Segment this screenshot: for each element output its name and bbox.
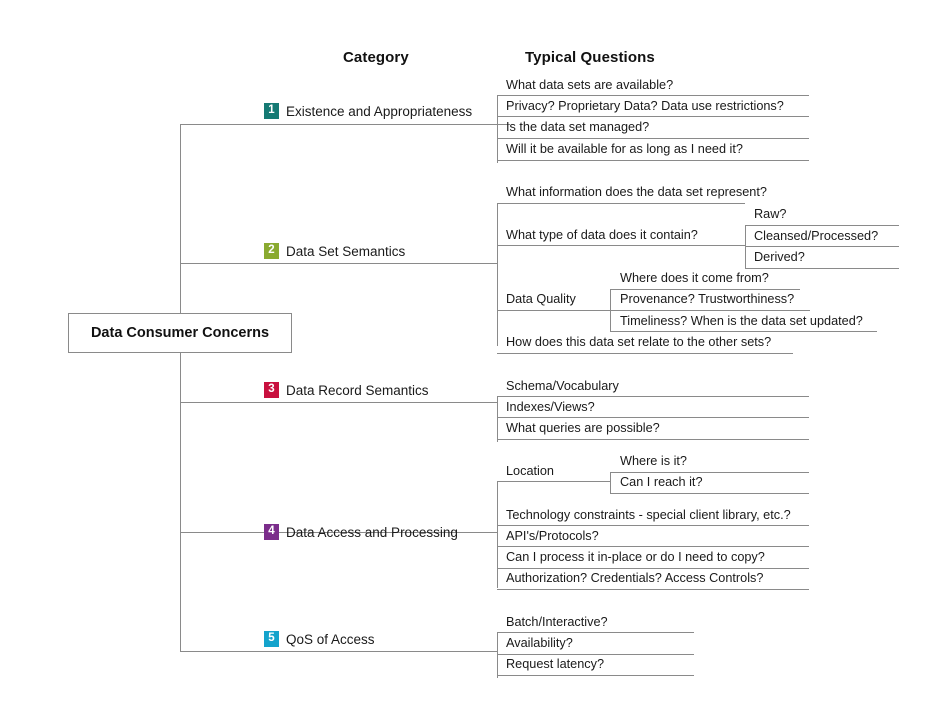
question-underline <box>497 138 809 139</box>
question-item[interactable]: Batch/Interactive? <box>506 615 608 629</box>
subquestion-underline <box>610 310 810 311</box>
question-item[interactable]: Privacy? Proprietary Data? Data use rest… <box>506 99 784 113</box>
category-3-baseline <box>180 402 498 403</box>
category-5-question-spine <box>497 632 498 678</box>
subquestion-item[interactable]: Provenance? Trustworthiness? <box>620 292 795 306</box>
spine-main-upper <box>180 124 181 263</box>
category-5-label: QoS of Access <box>286 631 375 647</box>
category-2-label: Data Set Semantics <box>286 243 406 259</box>
question-underline <box>497 160 809 161</box>
category-1-baseline <box>180 124 510 125</box>
subquestion-item[interactable]: Cleansed/Processed? <box>754 229 879 243</box>
question-underline <box>497 589 809 590</box>
category-4-baseline <box>180 532 498 533</box>
question-item[interactable]: Schema/Vocabulary <box>506 379 619 393</box>
question-item[interactable]: What queries are possible? <box>506 421 660 435</box>
question-underline <box>497 568 809 569</box>
question-item[interactable]: Location <box>506 464 554 478</box>
question-underline <box>497 116 809 117</box>
subquestion-item[interactable]: Timeliness? When is the data set updated… <box>620 314 863 328</box>
question-underline <box>497 417 809 418</box>
question-item[interactable]: Will it be available for as long as I ne… <box>506 142 743 156</box>
question-underline <box>497 481 611 482</box>
spine-main-mid-lower <box>180 333 181 402</box>
category-2-question-spine <box>497 203 498 346</box>
question-underline <box>497 439 809 440</box>
subquestion-spine-location <box>610 472 611 493</box>
subquestion-item[interactable]: Where does it come from? <box>620 271 769 285</box>
category-5-baseline <box>180 651 498 652</box>
question-item[interactable]: What type of data does it contain? <box>506 228 698 242</box>
question-item[interactable]: Request latency? <box>506 657 605 671</box>
subquestion-underline <box>745 225 899 226</box>
subquestion-underline <box>610 289 800 290</box>
subquestion-item[interactable]: Where is it? <box>620 454 687 468</box>
question-item[interactable]: Can I process it in-place or do I need t… <box>506 550 765 564</box>
subquestion-underline <box>610 472 809 473</box>
root-node[interactable]: Data Consumer Concerns <box>68 313 292 353</box>
question-item[interactable]: How does this data set relate to the oth… <box>506 335 772 349</box>
category-4-badge: 4 <box>264 524 279 540</box>
category-3-question-spine <box>497 396 498 442</box>
question-item[interactable]: What information does the data set repre… <box>506 185 767 199</box>
subquestion-item[interactable]: Raw? <box>754 207 787 221</box>
spine-main-mid-upper <box>180 263 181 333</box>
question-item[interactable]: API's/Protocols? <box>506 529 599 543</box>
category-1-question-spine <box>497 95 498 163</box>
category-1-label: Existence and Appropriateness <box>286 103 473 119</box>
category-2[interactable]: 2 Data Set Semantics <box>264 243 405 259</box>
question-underline <box>497 546 809 547</box>
category-3-label: Data Record Semantics <box>286 382 429 398</box>
subquestion-underline <box>745 268 899 269</box>
question-underline <box>497 525 809 526</box>
subquestion-underline <box>610 493 809 494</box>
question-underline <box>497 675 694 676</box>
column-header-typical-questions: Typical Questions <box>525 49 655 66</box>
question-underline <box>497 203 745 204</box>
spine-main-bottom <box>180 532 181 651</box>
question-item[interactable]: Indexes/Views? <box>506 400 595 414</box>
root-node-label: Data Consumer Concerns <box>90 325 270 341</box>
subquestion-underline <box>610 331 877 332</box>
category-4[interactable]: 4 Data Access and Processing <box>264 524 458 540</box>
category-1[interactable]: 1 Existence and Appropriateness <box>264 103 472 119</box>
category-3[interactable]: 3 Data Record Semantics <box>264 382 429 398</box>
spine-main-lower <box>180 402 181 532</box>
question-underline <box>497 396 809 397</box>
category-2-baseline <box>180 263 498 264</box>
question-underline <box>497 245 745 246</box>
question-item[interactable]: Technology constraints - special client … <box>506 508 791 522</box>
category-5-badge: 5 <box>264 631 279 647</box>
question-item[interactable]: Authorization? Credentials? Access Contr… <box>506 571 764 585</box>
category-2-badge: 2 <box>264 243 279 259</box>
category-5[interactable]: 5 QoS of Access <box>264 631 375 647</box>
subquestion-item[interactable]: Can I reach it? <box>620 475 703 489</box>
question-item[interactable]: Data Quality <box>506 292 576 306</box>
question-underline <box>497 353 793 354</box>
question-underline <box>497 654 694 655</box>
question-item[interactable]: Availability? <box>506 636 573 650</box>
subquestion-item[interactable]: Derived? <box>754 250 805 264</box>
category-4-question-spine <box>497 481 498 588</box>
question-underline <box>497 95 809 96</box>
subquestion-underline <box>745 246 899 247</box>
question-underline <box>497 632 694 633</box>
category-4-label: Data Access and Processing <box>286 524 458 540</box>
category-1-badge: 1 <box>264 103 279 119</box>
column-header-category: Category <box>343 49 409 66</box>
question-item[interactable]: Is the data set managed? <box>506 120 650 134</box>
question-item[interactable]: What data sets are available? <box>506 78 674 92</box>
category-3-badge: 3 <box>264 382 279 398</box>
